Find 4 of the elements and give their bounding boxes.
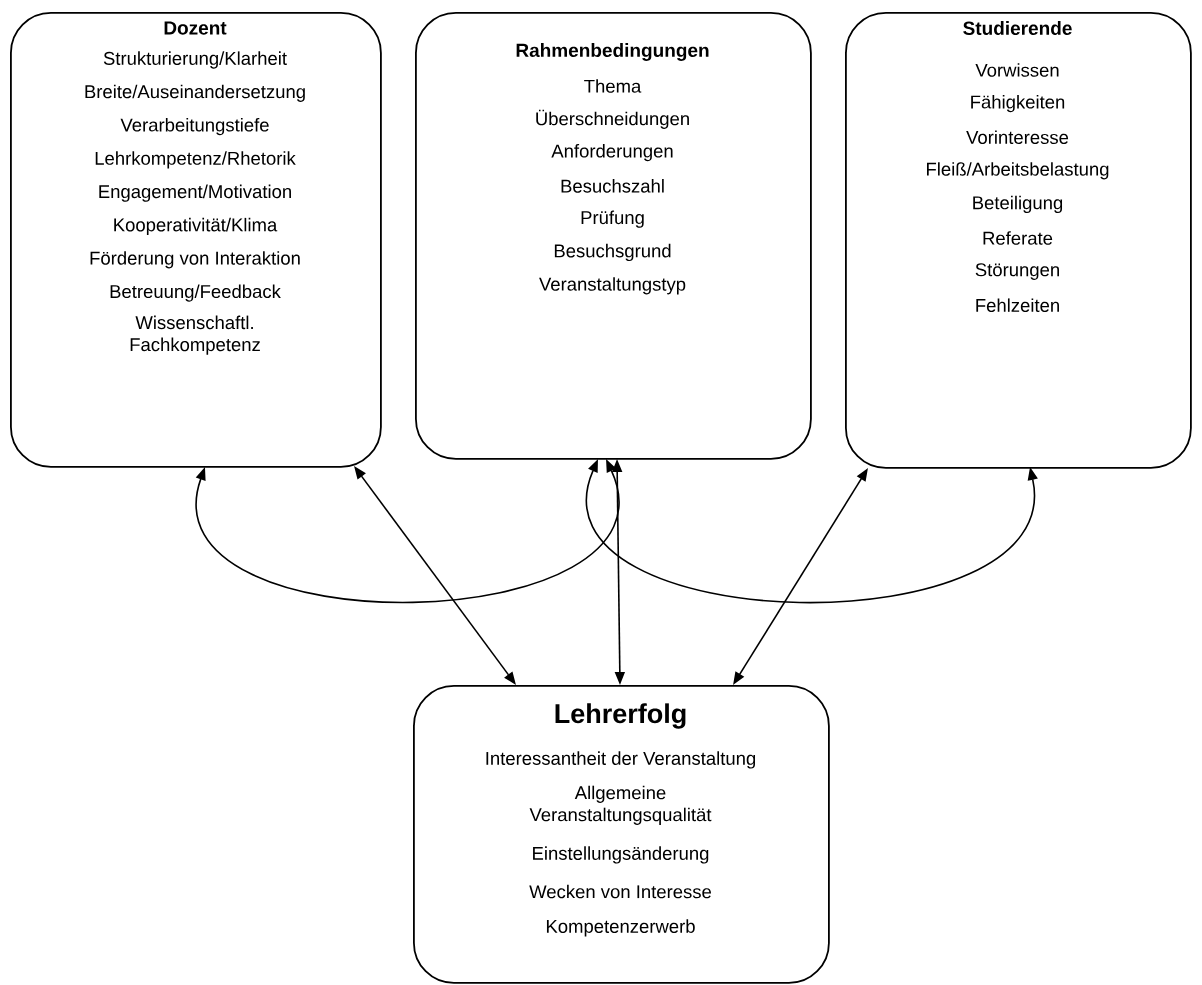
factor-box: Studierende Vorwissen Fähigkeiten Vorinteresse Fleiß/Arbeitsbelastung Beteiligung Referate Störungen Fehlzeiten [845, 12, 1192, 469]
factor-box: Lehrerfolg Interessantheit der Veranstaltung Allgemeine Veranstaltungsqualität Einstellungsänderung Wecken von Interesse Kompetenzerwerb [413, 685, 830, 984]
factor-box: Rahmenbedingungen Thema Überschneidungen Anforderungen Besuchszahl Prüfung Besuchsgrund Veranstaltungstyp [415, 12, 812, 460]
factor-box: Dozent Strukturierung/Klarheit Breite/Auseinandersetzung Verarbeitungstiefe Lehrkompetenz/Rhetorik Engagement/Motivation Kooperativität/Klima Förderung von Interaktion Betreuung/Feedback Wissenschaftl. Fachkompetenz [10, 12, 382, 468]
